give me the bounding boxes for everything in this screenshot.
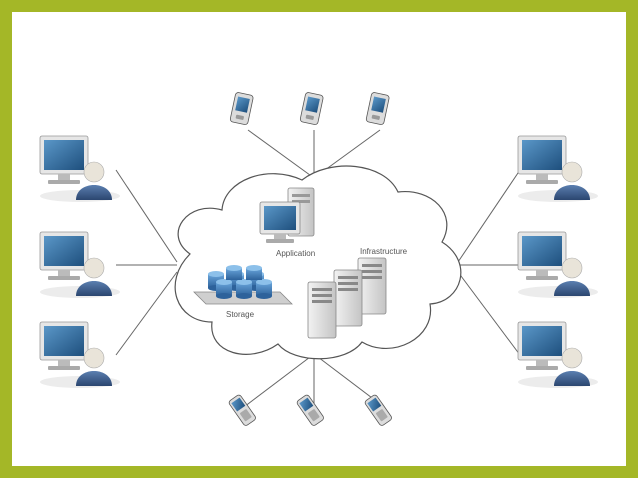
line-user-left-1 <box>115 169 178 263</box>
pda-1 <box>229 92 254 125</box>
user-workstation-icon <box>39 135 120 202</box>
application-workstation-icon <box>259 187 315 243</box>
mobile-phone-icon <box>228 394 256 426</box>
user-left-1 <box>39 135 120 202</box>
line-phone-1 <box>243 353 315 408</box>
slide-frame: Application Infrastructure Storag <box>12 12 626 466</box>
line-user-right-1 <box>457 169 521 263</box>
user-workstation-icon <box>517 321 598 388</box>
pda-icon <box>299 92 324 125</box>
cloud-shape <box>174 165 462 360</box>
line-user-left-3 <box>115 271 178 356</box>
phone-1 <box>228 394 256 426</box>
connection-lines <box>115 129 521 408</box>
user-right-1 <box>517 135 598 202</box>
user-workstation-icon <box>39 321 120 388</box>
phone-3 <box>364 394 392 426</box>
mobile-phone-icon <box>364 394 392 426</box>
pda-2 <box>299 92 324 125</box>
application-label: Application <box>276 249 315 258</box>
mobile-phone-icon <box>296 394 324 426</box>
infrastructure-label: Infrastructure <box>360 247 408 256</box>
pda-3 <box>365 92 390 125</box>
user-workstation-icon <box>517 135 598 202</box>
user-right-3 <box>517 321 598 388</box>
cloud-computing-diagram: Application Infrastructure Storag <box>39 92 598 426</box>
line-pda-1 <box>247 129 315 179</box>
user-left-2 <box>39 231 120 298</box>
user-right-2 <box>517 231 598 298</box>
pda-icon <box>229 92 254 125</box>
user-workstation-icon <box>39 231 120 298</box>
server-icon <box>307 257 387 339</box>
phone-2 <box>296 394 324 426</box>
user-left-3 <box>39 321 120 388</box>
line-user-right-3 <box>457 271 521 356</box>
storage-label: Storage <box>226 310 255 319</box>
user-workstation-icon <box>517 231 598 298</box>
pda-icon <box>365 92 390 125</box>
storage-disk-icon <box>193 265 293 305</box>
